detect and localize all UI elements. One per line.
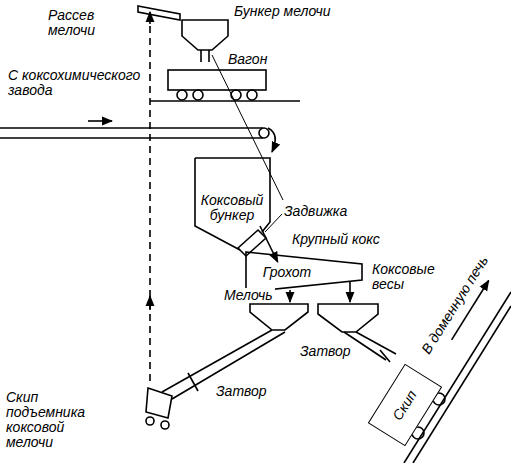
part-label: Задвижка xyxy=(282,204,349,219)
chute xyxy=(162,330,272,392)
source-label: С коксохимического завода xyxy=(6,68,148,98)
conveyor-belt xyxy=(0,137,263,139)
node-text: Скип xyxy=(390,387,420,422)
discharge-arrow xyxy=(268,128,275,152)
leader-line xyxy=(265,214,282,232)
chute xyxy=(172,332,285,399)
rail xyxy=(150,100,300,102)
chute-gate xyxy=(188,373,198,391)
flow-connector xyxy=(260,226,278,262)
fines-skip xyxy=(146,388,172,418)
wheel xyxy=(247,90,257,100)
hoist-path xyxy=(149,14,151,386)
chute xyxy=(356,332,396,354)
edge-label: Крупный кокс xyxy=(290,232,382,247)
part-label: Затвор xyxy=(298,344,353,359)
flow-arrow xyxy=(349,281,351,302)
part-label: Скип подъемника коксовой мелочи xyxy=(4,390,108,450)
wagon-body xyxy=(168,70,266,90)
screen-body xyxy=(246,252,362,292)
wheel xyxy=(146,417,154,425)
fines-screen xyxy=(138,6,180,20)
flow-arrow xyxy=(88,120,112,122)
fines-bunker xyxy=(182,20,228,50)
wheel xyxy=(177,90,187,100)
flow-arrow xyxy=(289,290,291,302)
conveyor-belt xyxy=(0,127,263,129)
fines-hopper xyxy=(250,304,308,330)
weigh-hopper xyxy=(318,304,378,332)
chute-gate xyxy=(380,350,390,362)
node-text: Коксовый бункер xyxy=(197,193,267,223)
bunker-spout xyxy=(201,50,209,62)
part-label: Затвор xyxy=(214,384,269,399)
wheel xyxy=(161,421,169,429)
flow-label: Мелочь xyxy=(222,288,275,303)
node-text: Грохот xyxy=(263,265,312,280)
bunker-label-box: Коксовый бункер xyxy=(197,190,267,226)
part-label: Бункер мелочи xyxy=(232,4,376,19)
part-label: Коксовые весы xyxy=(370,262,454,292)
conveyor-pulley xyxy=(259,128,269,138)
part-label: Рассев мелочи xyxy=(46,8,130,38)
part-label: Вагон xyxy=(226,52,269,67)
wheel xyxy=(231,90,241,100)
hoist-arrow xyxy=(149,296,151,310)
screen-label-box: Грохот xyxy=(256,262,318,282)
coke-bunker xyxy=(195,158,270,250)
wheel xyxy=(193,90,203,100)
